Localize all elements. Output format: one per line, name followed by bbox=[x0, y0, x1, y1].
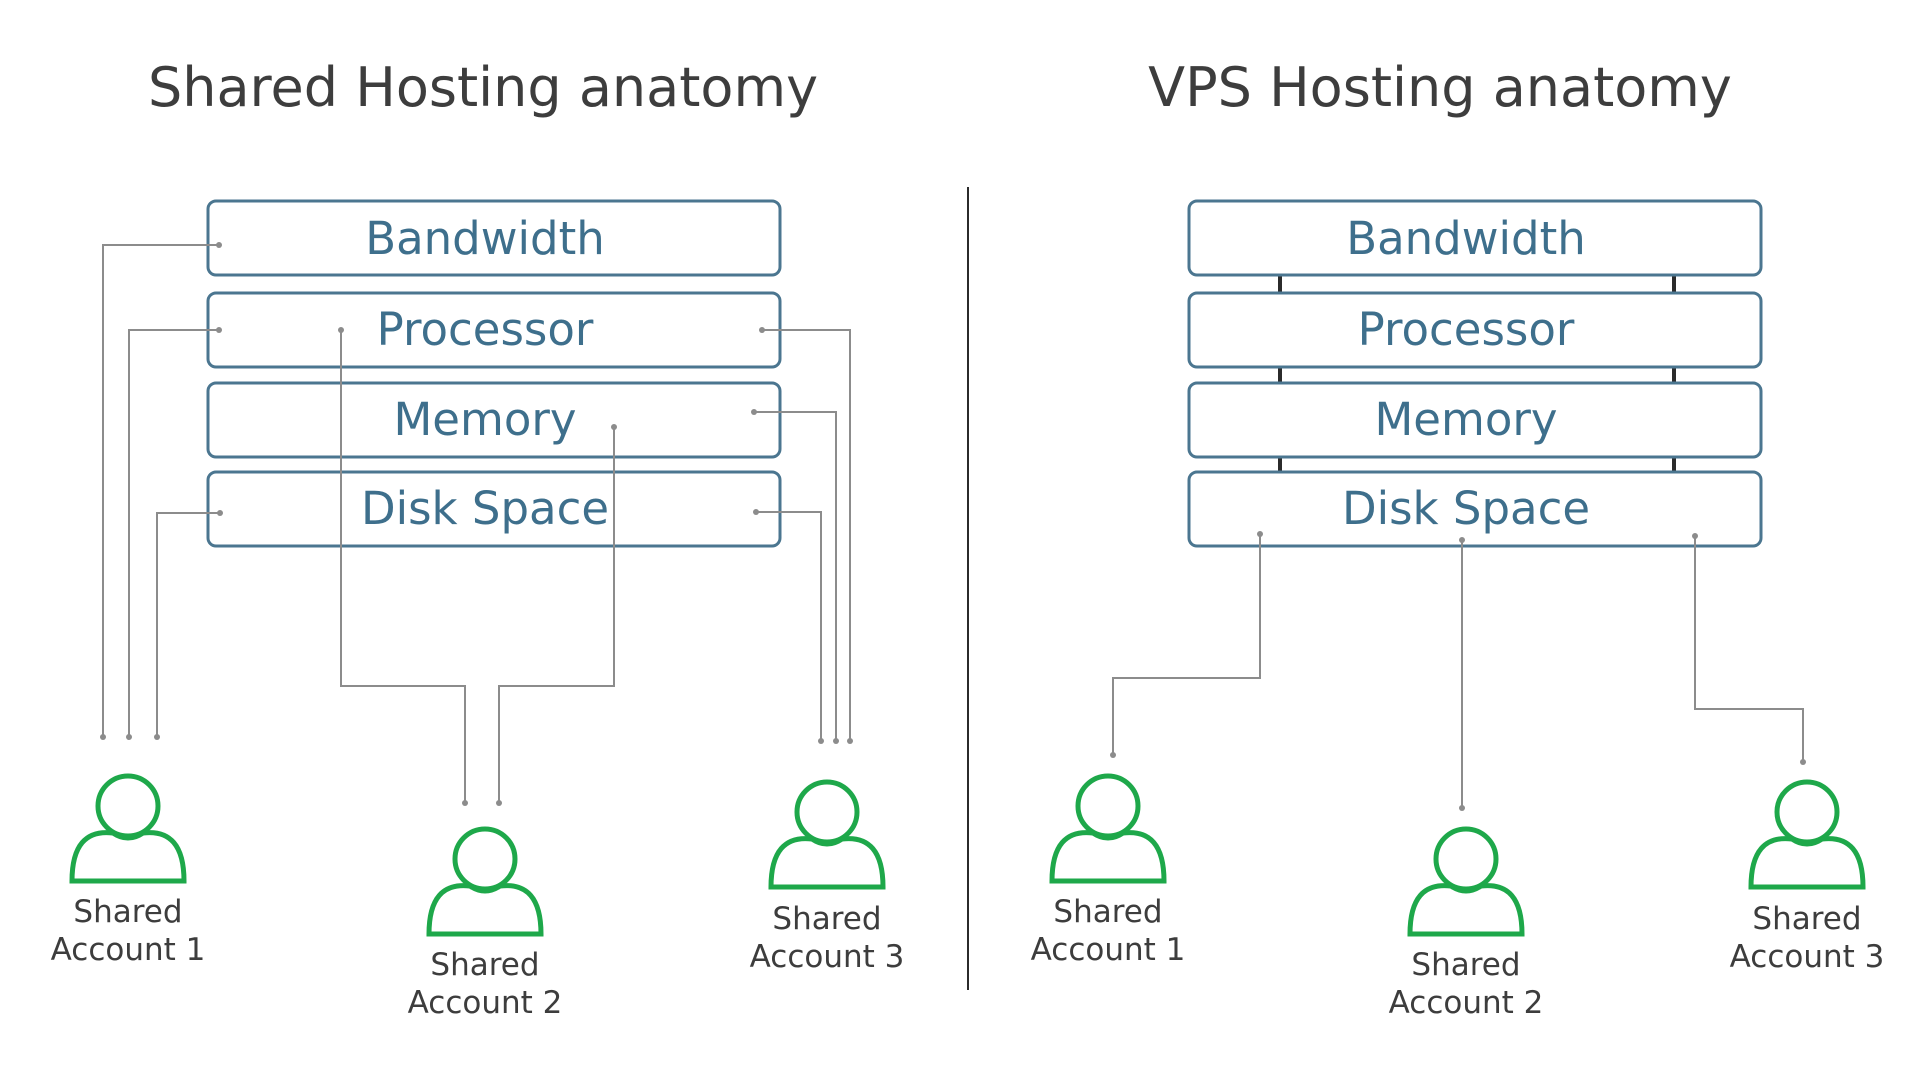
shared-memory-box bbox=[206, 381, 782, 459]
vps-bandwidth-label: Bandwidth bbox=[1346, 212, 1586, 265]
connector-processor-account-3 bbox=[762, 329, 851, 741]
user-icon bbox=[69, 773, 187, 884]
shared-account-3-label-line2: Account 3 bbox=[750, 939, 905, 975]
vps-account-2: Shared Account 2 bbox=[1389, 826, 1544, 1021]
vps-disk-space-label: Disk Space bbox=[1342, 482, 1590, 535]
shared-bandwidth-box bbox=[206, 199, 782, 277]
vps-memory-label: Memory bbox=[1374, 393, 1557, 446]
shared-resource-bandwidth: Bandwidth bbox=[206, 199, 782, 277]
connector-vps-account-1 bbox=[1112, 534, 1261, 755]
user-icon bbox=[1748, 779, 1866, 890]
vps-account-3-label-line1: Shared bbox=[1752, 901, 1861, 937]
vps-account-1: Shared Account 1 bbox=[1031, 773, 1186, 968]
shared-account-1: Shared Account 1 bbox=[51, 773, 206, 968]
vps-account-2-label-line2: Account 2 bbox=[1389, 985, 1544, 1021]
user-icon bbox=[1407, 826, 1525, 937]
shared-hosting-title: Shared Hosting anatomy bbox=[148, 56, 818, 119]
connector-disk-account-3 bbox=[756, 511, 822, 741]
vps-partition-ticks bbox=[1278, 275, 1676, 472]
shared-resource-memory: Memory bbox=[206, 381, 782, 459]
vps-processor-label: Processor bbox=[1358, 303, 1575, 356]
vps-memory-box bbox=[1187, 381, 1763, 459]
connector-processor-account-1 bbox=[128, 329, 219, 737]
user-icon bbox=[1049, 773, 1167, 884]
vps-connectors bbox=[1110, 531, 1806, 811]
user-icon bbox=[768, 779, 886, 890]
shared-memory-label: Memory bbox=[393, 393, 576, 446]
connector-vps-account-3 bbox=[1694, 536, 1804, 762]
shared-account-2-connectors bbox=[338, 327, 617, 806]
vps-hosting-title: VPS Hosting anatomy bbox=[1148, 56, 1732, 119]
shared-account-2-label-line2: Account 2 bbox=[408, 985, 563, 1021]
connector-memory-account-3 bbox=[754, 411, 837, 741]
shared-account-1-label-line2: Account 1 bbox=[51, 932, 206, 968]
connector-memory-account-2 bbox=[498, 427, 615, 803]
shared-disk-space-label: Disk Space bbox=[361, 482, 609, 535]
shared-resource-processor: Processor bbox=[206, 291, 782, 369]
shared-account-2-label-line1: Shared bbox=[430, 947, 539, 983]
vps-resource-disk-space: Disk Space bbox=[1187, 470, 1763, 548]
vps-resource-bandwidth: Bandwidth bbox=[1187, 199, 1763, 277]
vps-account-3-label-line2: Account 3 bbox=[1730, 939, 1885, 975]
shared-resource-disk-space: Disk Space bbox=[206, 470, 782, 548]
vps-account-3: Shared Account 3 bbox=[1730, 779, 1885, 975]
shared-disk-space-box bbox=[206, 470, 782, 548]
shared-hosting-panel: Shared Hosting anatomy Bandwidth Process… bbox=[51, 56, 905, 1021]
connector-bandwidth-account-1 bbox=[102, 244, 219, 737]
shared-account-3-connectors bbox=[751, 327, 853, 744]
vps-resource-memory: Memory bbox=[1187, 381, 1763, 459]
shared-bandwidth-label: Bandwidth bbox=[365, 212, 605, 265]
vps-bandwidth-box bbox=[1187, 199, 1763, 277]
vps-processor-box bbox=[1187, 291, 1763, 369]
shared-account-3: Shared Account 3 bbox=[750, 779, 905, 975]
vps-account-2-label-line1: Shared bbox=[1411, 947, 1520, 983]
vps-account-1-label-line1: Shared bbox=[1053, 894, 1162, 930]
vps-account-1-label-line2: Account 1 bbox=[1031, 932, 1186, 968]
connector-processor-account-2 bbox=[340, 330, 466, 803]
user-icon bbox=[426, 826, 544, 937]
shared-account-1-connectors bbox=[100, 242, 223, 740]
vps-resource-processor: Processor bbox=[1187, 291, 1763, 369]
shared-account-2: Shared Account 2 bbox=[408, 826, 563, 1021]
shared-account-3-label-line1: Shared bbox=[772, 901, 881, 937]
vps-hosting-panel: VPS Hosting anatomy Bandwidth Processor … bbox=[1031, 56, 1885, 1021]
shared-account-1-label-line1: Shared bbox=[73, 894, 182, 930]
connector-disk-account-1 bbox=[156, 512, 220, 737]
shared-processor-label: Processor bbox=[377, 303, 594, 356]
vps-disk-space-box bbox=[1187, 470, 1763, 548]
